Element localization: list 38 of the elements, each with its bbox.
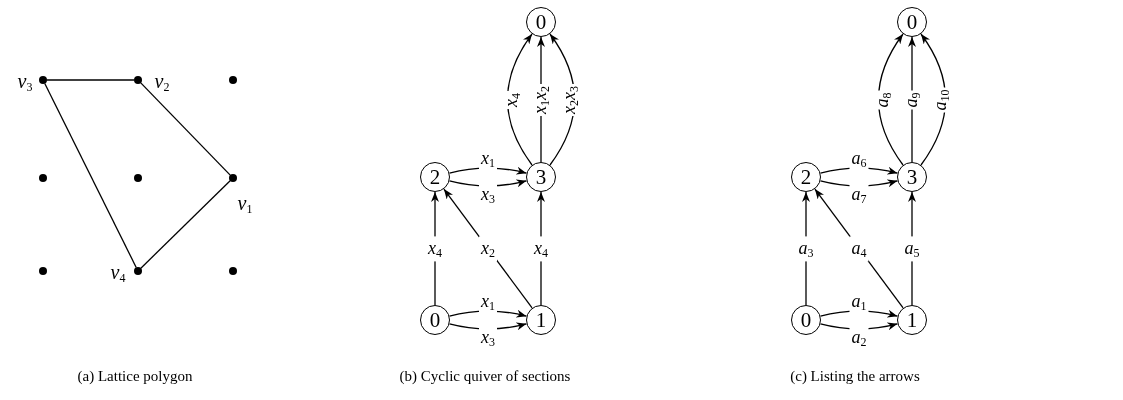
- vertex-circle: 0: [420, 305, 450, 335]
- polygon-edge: [46, 79, 135, 81]
- vertex-circle: 1: [526, 305, 556, 335]
- vertex-circle: 3: [526, 162, 556, 192]
- vertex-label: v$_{4}$: [110, 262, 126, 284]
- vertex-circle: 0: [791, 305, 821, 335]
- edge-label: x$_{2}$: [479, 235, 497, 262]
- lattice-point: [134, 76, 142, 84]
- figure-caption: (b) Cyclic quiver of sections: [399, 367, 571, 385]
- vertex-label: v$_{2}$: [154, 71, 170, 93]
- edge-label: x$_{4}$: [532, 235, 550, 262]
- edge-label: a$_{4}$: [849, 235, 869, 262]
- edge-label: a$_{3}$: [796, 235, 816, 262]
- arrow: [506, 33, 533, 166]
- vertex-circle: 0: [526, 7, 556, 37]
- lattice-point: [134, 267, 142, 275]
- vertex-circle: 2: [791, 162, 821, 192]
- vertex-circle: 0: [897, 7, 927, 37]
- polygon-edge: [44, 82, 137, 269]
- arrow: [877, 33, 904, 166]
- edge-label: a$_{5}$: [902, 235, 922, 262]
- vertex-circle: 2: [420, 162, 450, 192]
- lattice-point: [229, 76, 237, 84]
- lattice-point: [229, 267, 237, 275]
- figure-caption: (a) Lattice polygon: [77, 367, 193, 385]
- lattice-point: [39, 174, 47, 182]
- vertex-label: v$_{3}$: [17, 71, 33, 93]
- lattice-point: [134, 174, 142, 182]
- lattice-point: [39, 267, 47, 275]
- lattice-point: [39, 76, 47, 84]
- vertex-circle: 1: [897, 305, 927, 335]
- edge-label: x$_{4}$: [426, 235, 444, 262]
- vertex-label: v$_{1}$: [237, 193, 253, 215]
- figure-caption: (c) Listing the arrows: [790, 367, 920, 385]
- polygon-edge: [140, 180, 231, 269]
- vertex-circle: 3: [897, 162, 927, 192]
- lattice-point: [229, 174, 237, 182]
- polygon-edge: [140, 82, 231, 176]
